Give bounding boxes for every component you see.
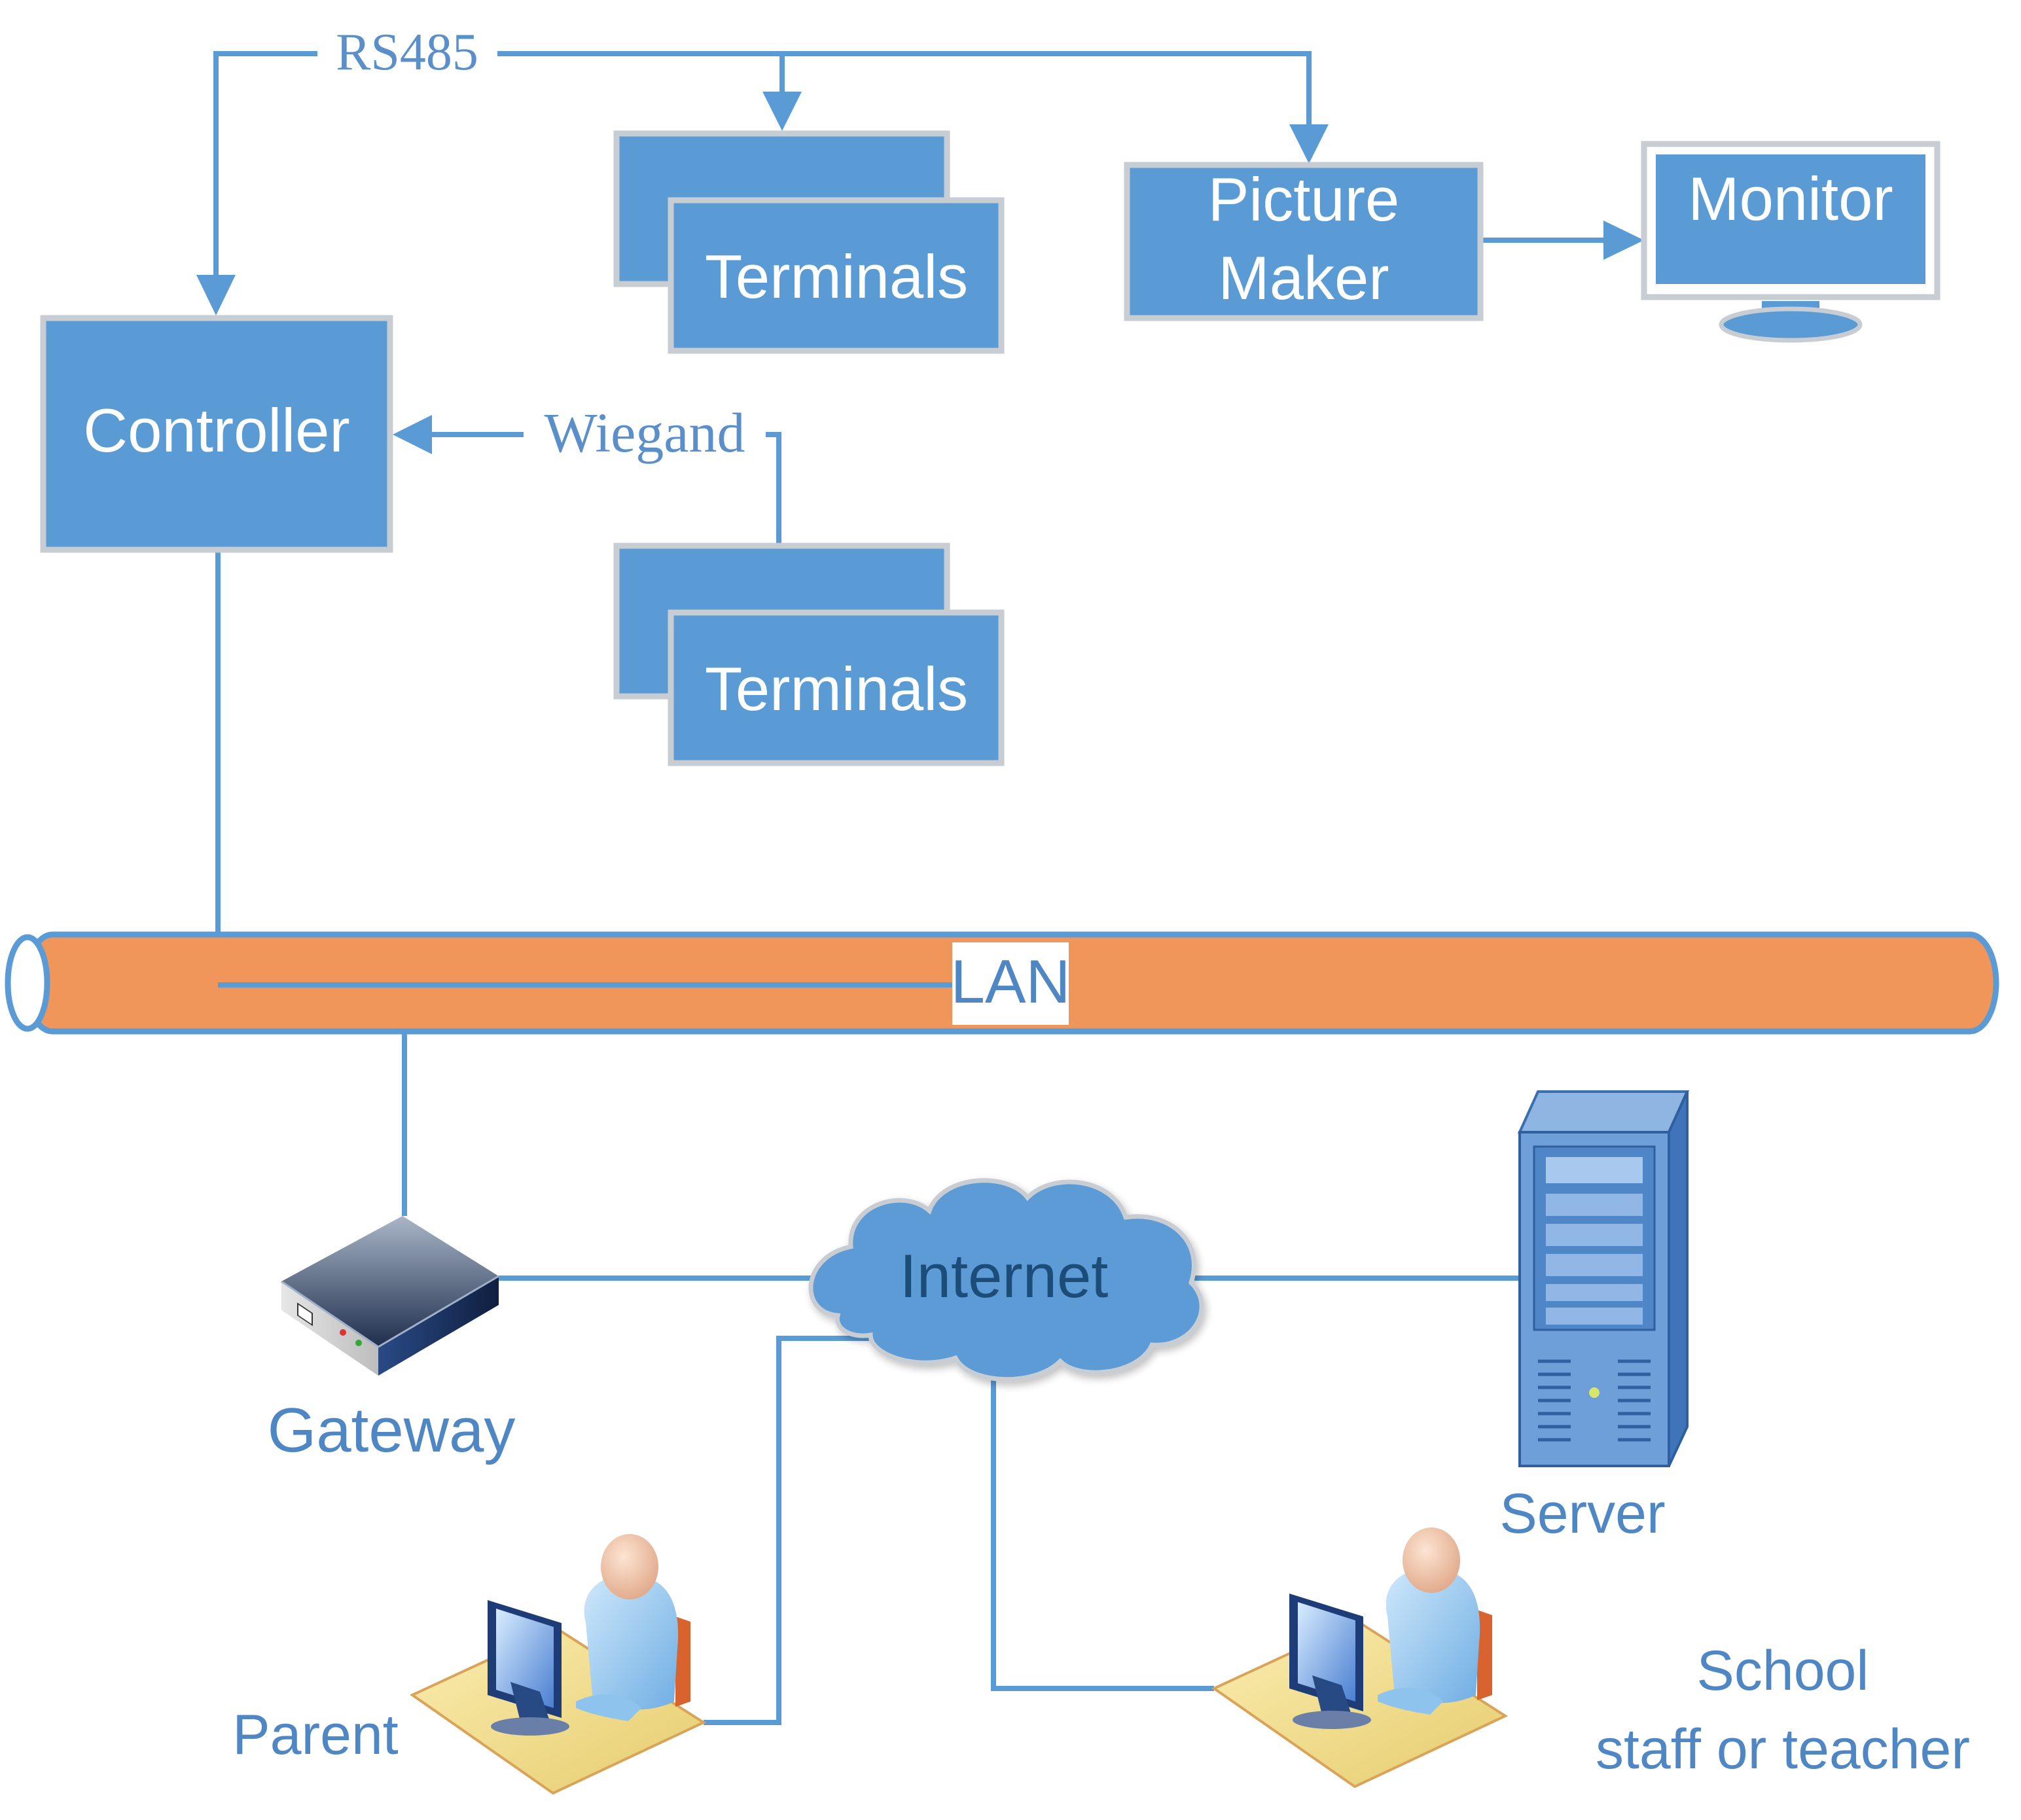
- person-at-computer-icon: School staff or teacher: [1211, 1527, 1970, 1789]
- terminals-bottom-stack: Terminals: [613, 543, 1005, 766]
- internet-to-school-line: [991, 1374, 1214, 1691]
- controller-label: Controller: [83, 396, 350, 465]
- arrowheads: [196, 92, 1644, 454]
- terminals-top-label: Terminals: [705, 242, 968, 311]
- arrowhead-controller: [196, 275, 236, 315]
- internet-label: Internet: [900, 1241, 1109, 1310]
- cloud-icon: Internet: [808, 1178, 1204, 1382]
- rs485-label: RS485: [336, 24, 478, 81]
- wiegand-label-group: Wiegand: [524, 401, 766, 464]
- lan-label: LAN: [951, 947, 1071, 1016]
- arrowhead-monitor: [1603, 221, 1644, 260]
- device-boxes: Controller Terminals Picture Maker Termi…: [40, 130, 1941, 766]
- person-at-computer-icon: Parent: [232, 1534, 707, 1795]
- picture-maker-label-line2: Maker: [1218, 243, 1389, 312]
- server-tower-icon: Server: [1499, 1090, 1690, 1545]
- gateway-label: Gateway: [268, 1395, 516, 1465]
- terminals-top-stack: Terminals: [613, 130, 1005, 354]
- router-icon: Gateway: [268, 1216, 516, 1465]
- picture-maker-box: Picture Maker: [1124, 162, 1484, 321]
- controller-box: Controller: [40, 315, 393, 553]
- picture-maker-label-line1: Picture: [1208, 165, 1400, 234]
- school-label-line2: staff or teacher: [1596, 1718, 1970, 1781]
- wiegand-label: Wiegand: [545, 401, 745, 464]
- arrowhead-controller-wiegand: [393, 415, 432, 454]
- internet-to-parent-line: [704, 1336, 874, 1725]
- monitor-icon: Monitor: [1641, 141, 1941, 343]
- school-label-line1: School: [1697, 1639, 1869, 1702]
- server-label: Server: [1499, 1482, 1665, 1545]
- arrowhead-picture-maker: [1289, 124, 1329, 164]
- lan-pipe: LAN: [5, 931, 1999, 1035]
- terminals-bottom-label: Terminals: [705, 654, 968, 723]
- rs485-label-group: RS485: [317, 24, 497, 81]
- parent-label: Parent: [232, 1704, 398, 1766]
- arrowhead-terminals-top: [762, 92, 802, 131]
- rs485-bus-line: [213, 51, 1312, 308]
- monitor-label: Monitor: [1688, 164, 1893, 233]
